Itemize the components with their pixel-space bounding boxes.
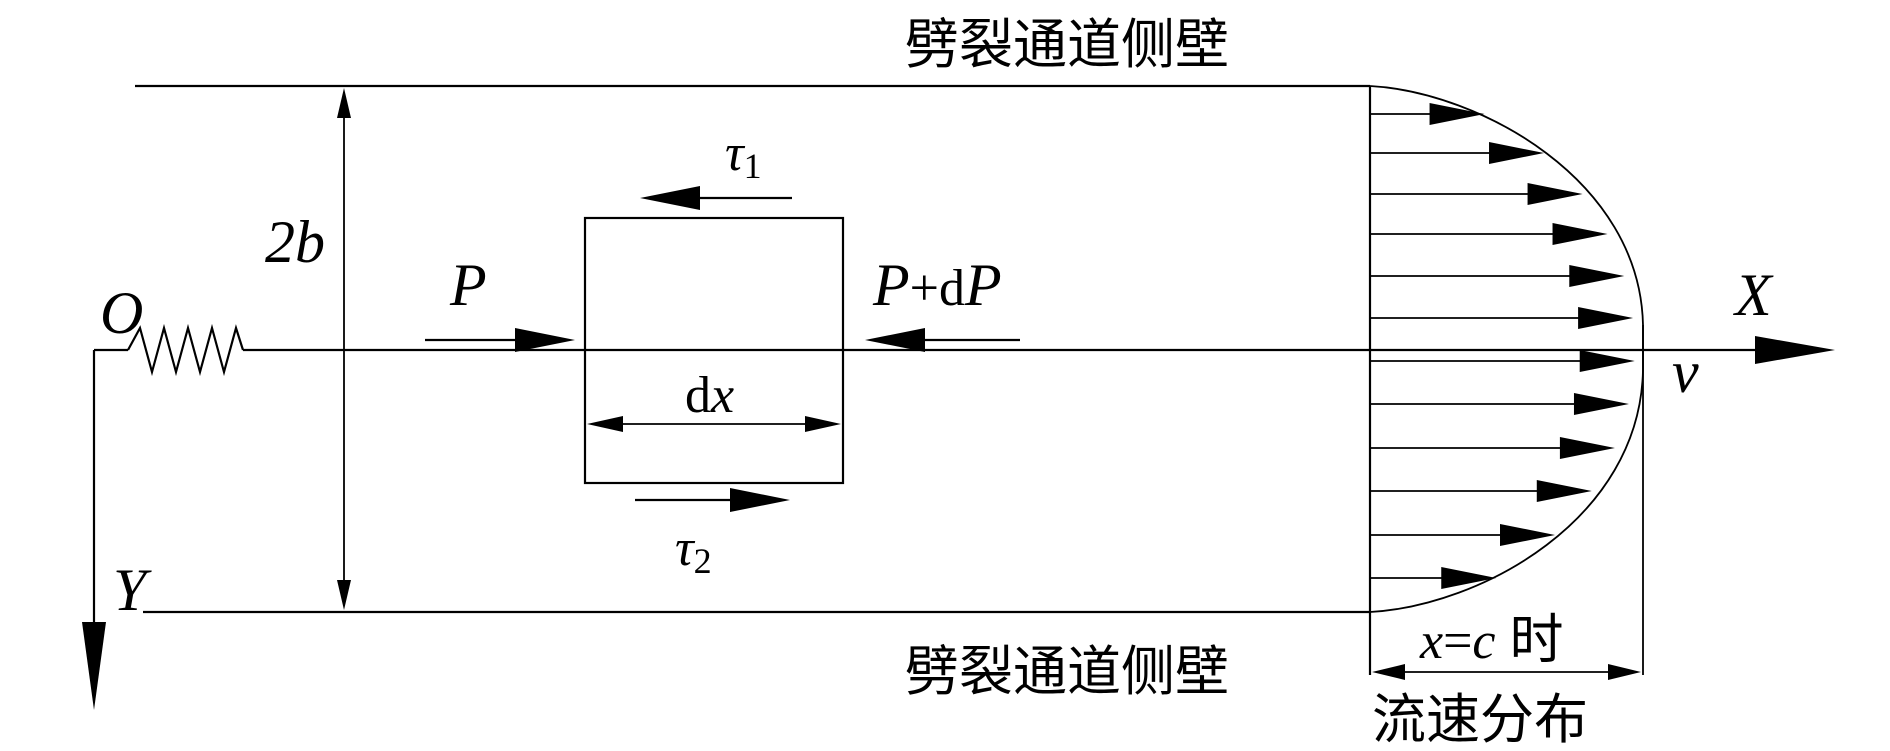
x-axis-label: X bbox=[1733, 262, 1774, 328]
velocity-arrow-head-7 bbox=[1579, 350, 1635, 372]
velocity-arrow-head-2 bbox=[1489, 142, 1545, 164]
shear-stress-top-label: τ1 bbox=[725, 125, 762, 186]
element-width-label: dx bbox=[685, 367, 734, 424]
velocity-arrow-head-3 bbox=[1527, 183, 1583, 205]
x-axis bbox=[243, 336, 1835, 364]
element-width-dimension-arrow bbox=[587, 416, 841, 432]
velocity-label: v bbox=[1672, 339, 1699, 405]
y-axis-label: Y bbox=[113, 557, 152, 623]
spring-icon bbox=[127, 323, 245, 377]
velocity-arrow-head-10 bbox=[1536, 480, 1592, 502]
profile-width-dimension-arrow bbox=[1372, 664, 1641, 680]
flow-distribution-label: 流速分布 bbox=[1372, 688, 1588, 751]
velocity-arrow-head-12 bbox=[1441, 567, 1497, 589]
velocity-profile-arrows bbox=[1370, 103, 1635, 589]
velocity-arrow-head-5 bbox=[1569, 265, 1625, 287]
velocity-arrow-head-6 bbox=[1578, 307, 1634, 329]
pressure-right-arrow bbox=[865, 328, 1020, 352]
velocity-arrow-head-1 bbox=[1429, 103, 1485, 125]
velocity-arrow-head-8 bbox=[1573, 393, 1629, 415]
width-label: 2b bbox=[265, 209, 325, 275]
velocity-arrow-head-11 bbox=[1500, 524, 1556, 546]
top-wall-label: 劈裂通道侧壁 bbox=[905, 13, 1229, 76]
velocity-arrow-head-9 bbox=[1559, 437, 1615, 459]
velocity-arrow-head-4 bbox=[1552, 223, 1608, 245]
y-axis bbox=[82, 350, 106, 710]
shear-stress-bottom-label: τ2 bbox=[675, 520, 712, 581]
shear-stress-bottom-arrow bbox=[635, 488, 790, 512]
origin-label: O bbox=[100, 280, 143, 346]
pressure-left-arrow bbox=[425, 328, 575, 352]
shear-stress-top-arrow bbox=[640, 186, 792, 210]
pressure-left-label: P bbox=[449, 252, 487, 318]
bottom-wall-label: 劈裂通道侧壁 bbox=[905, 640, 1229, 703]
pressure-right-label: P+dP bbox=[872, 252, 1002, 318]
fluid-element-box bbox=[583, 216, 845, 485]
